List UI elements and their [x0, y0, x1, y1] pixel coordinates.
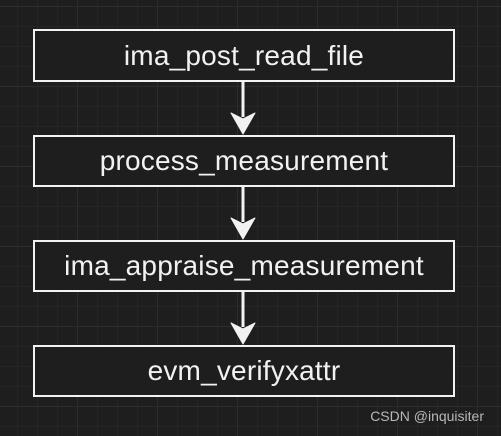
node-evm-verifyxattr[interactable]: evm_verifyxattr: [33, 345, 455, 397]
arrow-3-to-4: [230, 292, 256, 345]
node-label: process_measurement: [99, 145, 389, 176]
arrow-1-to-2: [230, 82, 256, 135]
node-process-measurement[interactable]: process_measurement: [33, 135, 455, 187]
node-ima-post-read-file[interactable]: ima_post_read_file: [33, 29, 455, 82]
node-ima-appraise-measurement[interactable]: ima_appraise_measurement: [33, 240, 455, 292]
watermark: CSDN @inquisiter: [370, 408, 484, 424]
node-label: evm_verifyxattr: [147, 355, 341, 386]
arrow-2-to-3: [230, 187, 256, 240]
node-label: ima_appraise_measurement: [64, 250, 424, 281]
node-label: ima_post_read_file: [123, 39, 365, 71]
